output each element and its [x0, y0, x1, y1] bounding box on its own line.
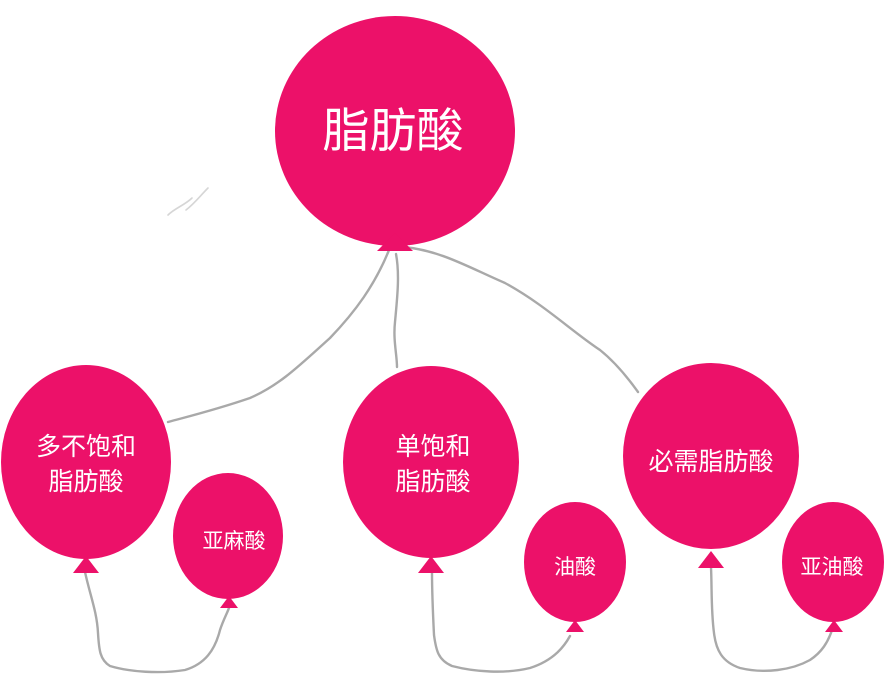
- balloon-polyunsaturated-label-line1: 多不饱和: [36, 432, 136, 461]
- string-root-to-monounsaturated: [393, 252, 400, 369]
- balloon-monounsaturated: 单饱和 脂肪酸: [343, 366, 519, 573]
- balloon-oleic-acid: 油酸: [524, 502, 626, 632]
- balloon-polyunsaturated-label-line2: 脂肪酸: [48, 467, 123, 496]
- balloon-linolenic-acid: 亚麻酸: [173, 473, 283, 608]
- balloon-linolenic-acid-label: 亚麻酸: [203, 529, 266, 553]
- balloon-oleic-acid-knot: [566, 620, 584, 632]
- balloon-polyunsaturated: 多不饱和 脂肪酸: [1, 365, 171, 573]
- string-root-to-polyunsaturated: [166, 248, 391, 424]
- balloon-monounsaturated-knot: [418, 556, 444, 573]
- string-polyunsaturated-to-root-of-tree: [83, 570, 232, 674]
- balloon-oleic-acid-label: 油酸: [554, 555, 596, 579]
- balloon-linoleic-acid-knot: [825, 620, 843, 632]
- string-root-to-essential: [401, 245, 640, 394]
- balloon-essential: 必需脂肪酸: [623, 363, 799, 568]
- string-essential: [709, 565, 834, 673]
- balloon-linoleic-acid-label: 亚油酸: [801, 555, 864, 579]
- balloon-root-knot: [377, 233, 413, 251]
- balloon-linoleic-acid-body: [782, 502, 884, 622]
- balloon-oleic-acid-body: [524, 502, 626, 622]
- balloon-linoleic-acid: 亚油酸: [782, 502, 884, 632]
- balloon-root: 脂肪酸: [275, 16, 515, 251]
- stray-string-mark: [167, 187, 209, 216]
- balloon-essential-knot: [698, 551, 724, 568]
- balloon-polyunsaturated-body: [1, 365, 171, 559]
- balloon-root-body: [275, 16, 515, 246]
- balloon-strings: [83, 187, 834, 674]
- balloon-linolenic-acid-knot: [220, 596, 238, 608]
- balloon-root-label: 脂肪酸: [323, 104, 464, 159]
- balloon-monounsaturated-body: [343, 366, 519, 558]
- string-monounsaturated: [430, 570, 572, 673]
- balloon-polyunsaturated-knot: [73, 556, 99, 573]
- balloon-essential-label: 必需脂肪酸: [648, 447, 773, 476]
- balloon-linolenic-acid-body: [173, 473, 283, 599]
- balloon-monounsaturated-label-line2: 脂肪酸: [395, 467, 470, 496]
- balloon-monounsaturated-label-line1: 单饱和: [395, 432, 470, 461]
- balloon-essential-body: [623, 363, 799, 549]
